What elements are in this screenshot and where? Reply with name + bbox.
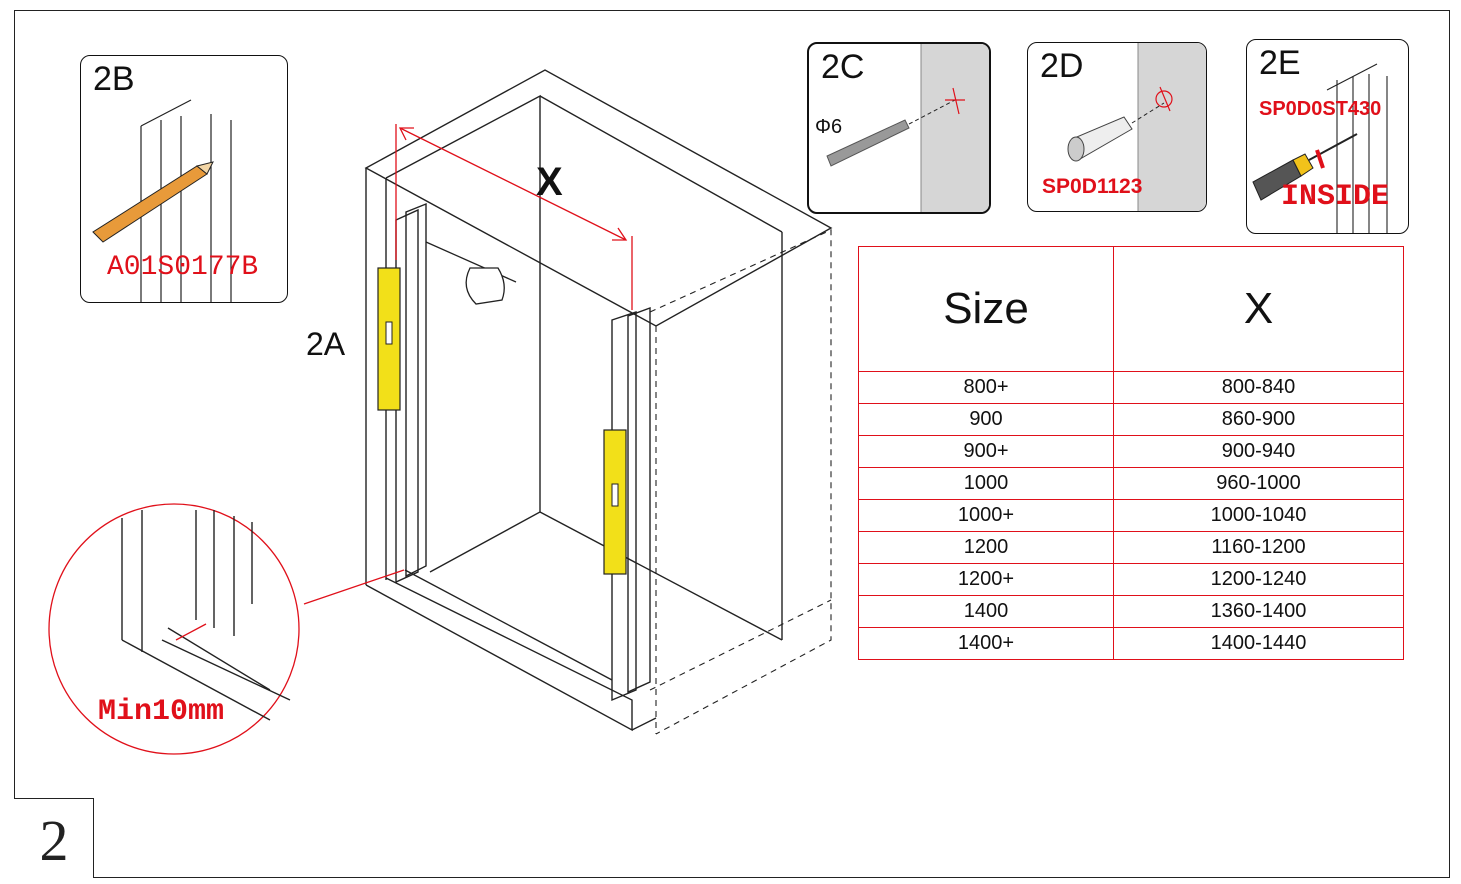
table-row: 800+800-840 [858,371,1404,404]
size-cell: 900+ [858,435,1114,468]
inset-label: 2E [1259,44,1301,82]
part-code: SP0D0ST430 [1259,98,1382,120]
inset-2b: 2B A01S0177B [80,55,288,303]
x-cell: 1200-1240 [1113,563,1404,596]
size-cell: 800+ [858,371,1114,404]
dimension-label: X [536,160,563,204]
inside-note: INSIDE [1281,180,1390,214]
table-row: 1000+1000-1040 [858,499,1404,532]
header-size: Size [858,246,1114,372]
table-row: 1200+1200-1240 [858,563,1404,596]
inset-label: 2C [821,48,865,86]
min-gap-note: Min10mm [98,695,225,729]
size-cell: 1000+ [858,499,1114,532]
header-x: X [1113,246,1404,372]
inset-2e: 2E SP0D0ST430 INSIDE [1246,39,1409,234]
x-cell: 800-840 [1113,371,1404,404]
x-cell: 900-940 [1113,435,1404,468]
page-frame [14,10,1450,878]
wall-plug-illustration [1067,43,1206,211]
step-number-box: 2 [14,798,94,878]
size-cell: 900 [858,403,1114,436]
marking-pencil-illustration [92,99,232,302]
part-code: SP0D1123 [1042,175,1143,198]
step-number: 2 [39,808,69,873]
table-header-row: Size X [858,246,1404,372]
inset-2c: 2C Φ6 [807,42,991,214]
drill-size-label: Φ6 [815,116,843,138]
x-cell: 1360-1400 [1113,595,1404,628]
inset-2d: 2D SP0D1123 [1027,42,1207,212]
size-cell: 1400 [858,595,1114,628]
x-cell: 960-1000 [1113,467,1404,500]
x-cell: 1400-1440 [1113,627,1404,660]
main-view-label: 2A [306,326,346,362]
part-code: A01S0177B [107,252,259,283]
table-row: 1400+1400-1440 [858,627,1404,660]
detail-circle [48,503,300,755]
x-cell: 860-900 [1113,403,1404,436]
size-cell: 1000 [858,467,1114,500]
screwdriver-illustration [1252,63,1388,233]
size-cell: 1400+ [858,627,1114,660]
inset-label: 2D [1040,47,1084,85]
x-cell: 1000-1040 [1113,499,1404,532]
drill-illustration [826,44,989,212]
size-cell: 1200 [858,531,1114,564]
inset-label: 2B [93,60,135,98]
x-cell: 1160-1200 [1113,531,1404,564]
size-cell: 1200+ [858,563,1114,596]
table-row: 900+900-940 [858,435,1404,468]
